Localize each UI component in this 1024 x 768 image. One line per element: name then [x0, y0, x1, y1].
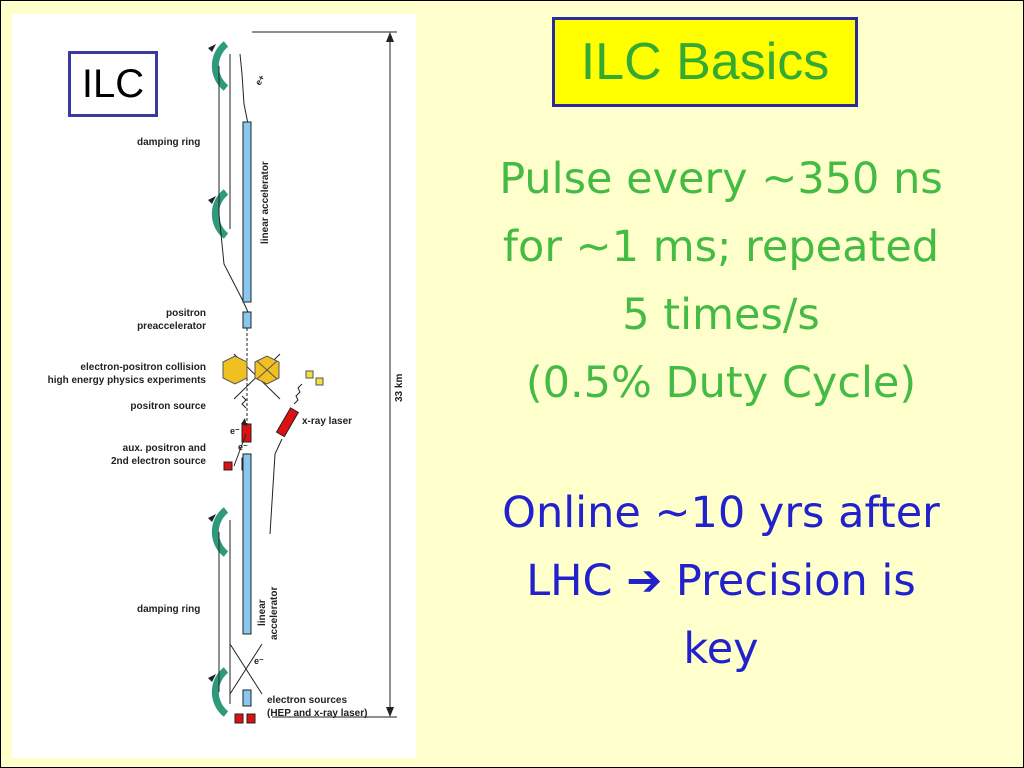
transfer-cross-bottom	[229, 643, 263, 695]
timeline-line-1: Online ~10 yrs after	[502, 488, 940, 538]
label-linac-bottom-2: accelerator	[269, 587, 280, 640]
ring-arrow-bottom	[208, 514, 216, 522]
damping-ring-bottom-upper-arc	[211, 507, 229, 557]
xray-output-2	[315, 377, 324, 386]
positron-preaccelerator	[242, 311, 252, 329]
detector-hexagon-1	[222, 355, 248, 385]
ilc-layout-diagram: damping ring linear accelerator positron…	[12, 14, 416, 758]
slide-title-box: ILC Basics	[552, 17, 858, 107]
ring-arrow-top	[208, 44, 216, 52]
ring-arrow-bottom-2	[208, 674, 216, 682]
length-arrow-down	[386, 707, 394, 717]
damping-ring-bottom-lower-arc	[211, 667, 229, 717]
label-length: 33 km	[394, 374, 405, 402]
label-linac-bottom-1: linear	[257, 599, 268, 626]
timeline-line-2: LHC ➔ Precision is	[421, 547, 1021, 615]
electron-source-block-1	[234, 713, 244, 724]
detector-cross-b	[256, 360, 278, 380]
transfer-line-ring-to-linac	[218, 213, 249, 313]
timeline-info-text: Online ~10 yrs after LHC ➔ Precision is …	[421, 479, 1021, 683]
label-damping-ring-bottom: damping ring	[137, 604, 200, 615]
damping-ring-top-upper-arc	[211, 41, 229, 91]
linac-lower	[242, 453, 252, 635]
undulator-wiggle	[241, 395, 247, 409]
label-e-minus-2: e⁻	[254, 656, 264, 666]
xray-laser-line	[269, 438, 283, 535]
label-electron-sources-2: (HEP and x-ray laser)	[267, 708, 367, 719]
damping-ring-top-lower-arc	[211, 189, 229, 239]
pulse-line-1: Pulse every ~350 ns	[499, 154, 943, 204]
ring-arrow-top-2	[208, 196, 216, 204]
xray-output-1	[305, 370, 314, 379]
label-e-plus: e+	[253, 73, 267, 87]
label-positron-pre-2: preaccelerator	[137, 321, 206, 332]
arrow-right-icon: ➔	[626, 556, 663, 606]
length-arrow-up	[386, 32, 394, 42]
lhc-text: LHC	[526, 556, 613, 606]
label-e-minus-3: e⁻	[238, 442, 248, 452]
ilc-schematic: damping ring linear accelerator positron…	[48, 31, 405, 724]
label-collision-2: high energy physics experiments	[48, 375, 207, 386]
label-aux-2: 2nd electron source	[111, 456, 206, 467]
electron-source-preaccelerator	[242, 689, 252, 707]
transfer-line-top	[239, 53, 249, 125]
pulse-line-2: for ~1 ms; repeated	[502, 222, 940, 272]
label-electron-sources-1: electron sources	[267, 695, 347, 706]
label-aux-1: aux. positron and	[123, 443, 206, 454]
pulse-line-4: (0.5% Duty Cycle)	[525, 358, 917, 408]
xray-laser-block	[275, 407, 300, 438]
xray-wiggle	[293, 383, 303, 405]
label-linac-top: linear accelerator	[260, 161, 271, 244]
ilc-label-box: ILC	[68, 51, 158, 117]
label-positron-source: positron source	[130, 401, 206, 412]
aux-source-block-2	[223, 461, 233, 471]
pulse-info-text: Pulse every ~350 ns for ~1 ms; repeated …	[421, 145, 1021, 417]
label-e-minus-1: e⁻	[230, 426, 240, 436]
timeline-line-3: key	[683, 624, 759, 674]
label-xray-laser: x-ray laser	[302, 416, 352, 427]
electron-source-block-2	[246, 713, 256, 724]
linac-upper	[242, 121, 252, 303]
aux-line	[233, 433, 247, 467]
label-positron-pre-1: positron	[166, 308, 206, 319]
aux-arrow	[241, 418, 247, 426]
pulse-line-3: 5 times/s	[622, 290, 820, 340]
ilc-label: ILC	[81, 61, 145, 106]
label-damping-ring-top: damping ring	[137, 137, 200, 148]
precision-text: Precision is	[662, 556, 916, 606]
label-collision-1: electron-positron collision	[80, 362, 206, 373]
slide-title: ILC Basics	[580, 33, 830, 91]
positron-source-block	[241, 423, 252, 443]
